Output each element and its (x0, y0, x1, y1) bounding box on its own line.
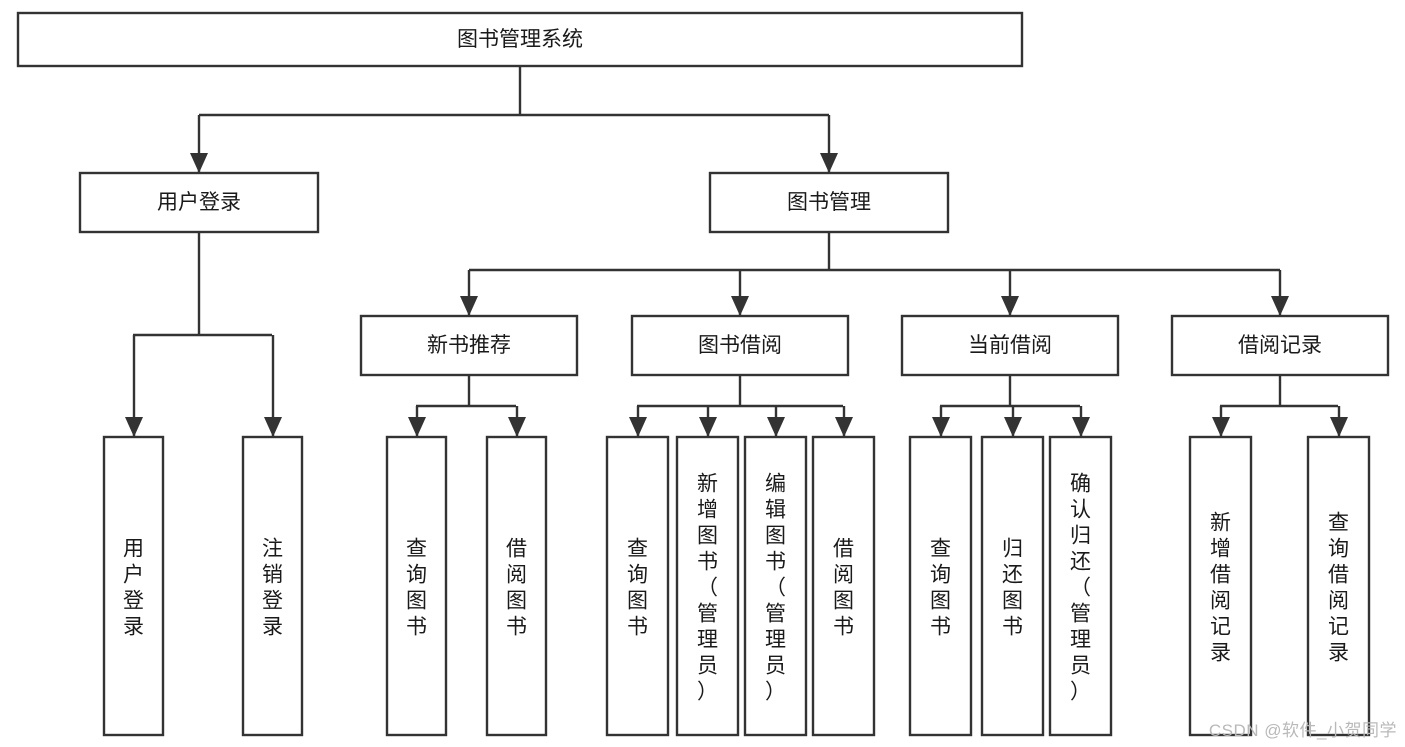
node-label: 借阅记录 (1238, 334, 1322, 357)
node-leaf-query-book-recommend[interactable]: 查询图书 (385, 435, 448, 737)
arrow-head-icon (508, 417, 526, 437)
node-label: 新增借阅记录 (1210, 511, 1231, 664)
node-box (359, 314, 579, 377)
arrow-head-icon (835, 417, 853, 437)
node-box (811, 435, 876, 737)
node-box (908, 435, 973, 737)
node-label: 查询图书 (627, 537, 648, 638)
node-label: 注销登录 (262, 537, 283, 638)
arrow-head-icon (1004, 417, 1022, 437)
node-borrow-record[interactable]: 借阅记录 (1170, 314, 1390, 377)
node-leaf-query-book-current[interactable]: 查询图书 (908, 435, 973, 737)
arrow-head-icon (408, 417, 426, 437)
node-label: 查询图书 (406, 537, 427, 638)
node-label: 查询图书 (930, 537, 951, 638)
node-current-borrow[interactable]: 当前借阅 (900, 314, 1120, 377)
node-label: 借阅图书 (833, 537, 854, 638)
node-box (1306, 435, 1371, 737)
arrow-head-icon (629, 417, 647, 437)
node-leaf-add-borrow-record[interactable]: 新增借阅记录 (1188, 435, 1253, 737)
node-label: 确认归还（管理员） (1070, 472, 1091, 703)
arrow-head-icon (1001, 296, 1019, 316)
node-label: 归还图书 (1002, 537, 1023, 638)
watermark-text: CSDN @软件_小贺同学 (1208, 721, 1397, 740)
arrow-head-icon (767, 417, 785, 437)
node-label: 用户登录 (123, 537, 144, 638)
arrow-head-icon (1212, 417, 1230, 437)
node-label: 图书管理 (787, 191, 871, 214)
node-box (1048, 435, 1113, 737)
node-box (16, 11, 1024, 68)
node-leaf-add-book-admin[interactable]: 新增图书（管理员） (675, 435, 740, 737)
node-leaf-query-borrow-record[interactable]: 查询借阅记录 (1306, 435, 1371, 737)
node-leaf-query-book-borrow[interactable]: 查询图书 (605, 435, 670, 737)
node-leaf-user-login[interactable]: 用户登录 (102, 435, 165, 737)
arrow-head-icon (264, 417, 282, 437)
node-box (385, 435, 448, 737)
node-leaf-edit-book-admin[interactable]: 编辑图书（管理员） (743, 435, 808, 737)
node-label: 借阅图书 (506, 537, 527, 638)
arrow-head-icon (731, 296, 749, 316)
node-root-root[interactable]: 图书管理系统 (16, 11, 1024, 68)
arrow-head-icon (1072, 417, 1090, 437)
node-box (743, 435, 808, 737)
node-box (485, 435, 548, 737)
node-leaf-logout[interactable]: 注销登录 (241, 435, 304, 737)
node-label: 当前借阅 (968, 334, 1052, 357)
arrow-head-icon (1271, 296, 1289, 316)
node-label: 新增图书（管理员） (697, 472, 718, 703)
arrow-head-icon (125, 417, 143, 437)
node-box (675, 435, 740, 737)
node-new-book-recommend[interactable]: 新书推荐 (359, 314, 579, 377)
node-book-borrow[interactable]: 图书借阅 (630, 314, 850, 377)
node-leaf-return-book[interactable]: 归还图书 (980, 435, 1045, 737)
arrow-head-icon (1330, 417, 1348, 437)
node-user-login[interactable]: 用户登录 (78, 171, 320, 234)
node-box (1170, 314, 1390, 377)
node-box (900, 314, 1120, 377)
arrow-head-icon (820, 153, 838, 173)
node-leaf-borrow-book[interactable]: 借阅图书 (811, 435, 876, 737)
arrow-head-icon (190, 153, 208, 173)
arrow-head-icon (699, 417, 717, 437)
node-box (605, 435, 670, 737)
node-label: 图书管理系统 (457, 28, 583, 51)
arrow-head-icon (460, 296, 478, 316)
node-label: 编辑图书（管理员） (765, 472, 786, 703)
arrow-head-icon (932, 417, 950, 437)
node-box (1188, 435, 1253, 737)
node-box (78, 171, 320, 234)
node-box (241, 435, 304, 737)
node-label: 查询借阅记录 (1328, 511, 1349, 664)
node-label: 图书借阅 (698, 334, 782, 357)
node-label: 用户登录 (157, 191, 241, 214)
node-box (102, 435, 165, 737)
node-box (980, 435, 1045, 737)
node-box (708, 171, 950, 234)
node-box (630, 314, 850, 377)
node-leaf-borrow-book-recommend[interactable]: 借阅图书 (485, 435, 548, 737)
node-leaf-confirm-return-admin[interactable]: 确认归还（管理员） (1048, 435, 1113, 737)
node-book-manage[interactable]: 图书管理 (708, 171, 950, 234)
node-label: 新书推荐 (427, 334, 511, 357)
